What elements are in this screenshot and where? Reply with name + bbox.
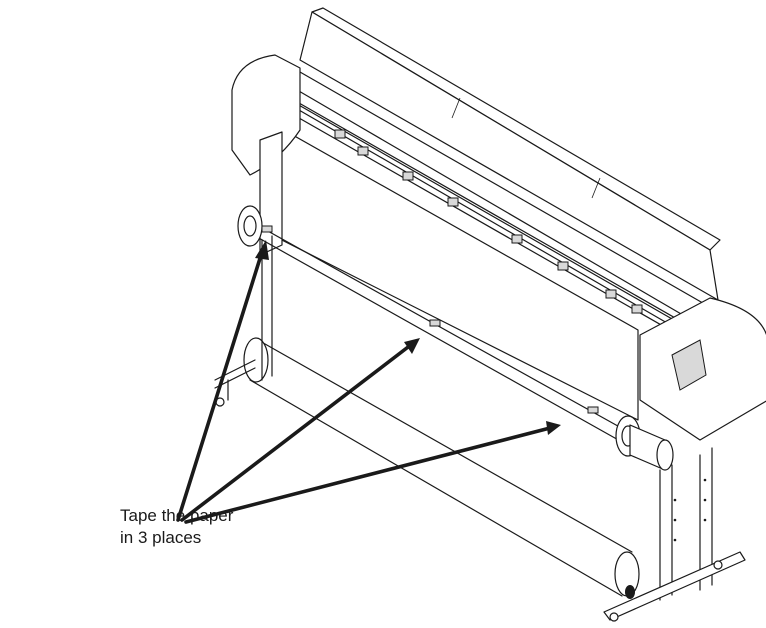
- right-side-housing: [639, 297, 766, 441]
- arrow-to-right-tape: [184, 426, 552, 524]
- left-side-housing: [231, 54, 301, 256]
- callout-arrows: [176, 240, 561, 524]
- callout-label: Tape the paper in 3 places: [120, 505, 233, 549]
- pinch-rollers: [334, 129, 643, 314]
- callout-line-1: Tape the paper: [120, 506, 234, 525]
- arrow-to-left-tape: [176, 250, 264, 522]
- open-lid: [299, 7, 721, 301]
- arrow-to-center-tape: [180, 342, 414, 522]
- tape-mark-center: [429, 319, 441, 327]
- right-hub: [629, 424, 674, 471]
- stand: [214, 235, 746, 622]
- tape-mark-right: [587, 406, 599, 414]
- callout-line-2: in 3 places: [120, 528, 202, 547]
- tape-mark-left: [261, 225, 273, 233]
- plotter-body: [279, 71, 716, 351]
- control-panel-icon: [671, 339, 707, 391]
